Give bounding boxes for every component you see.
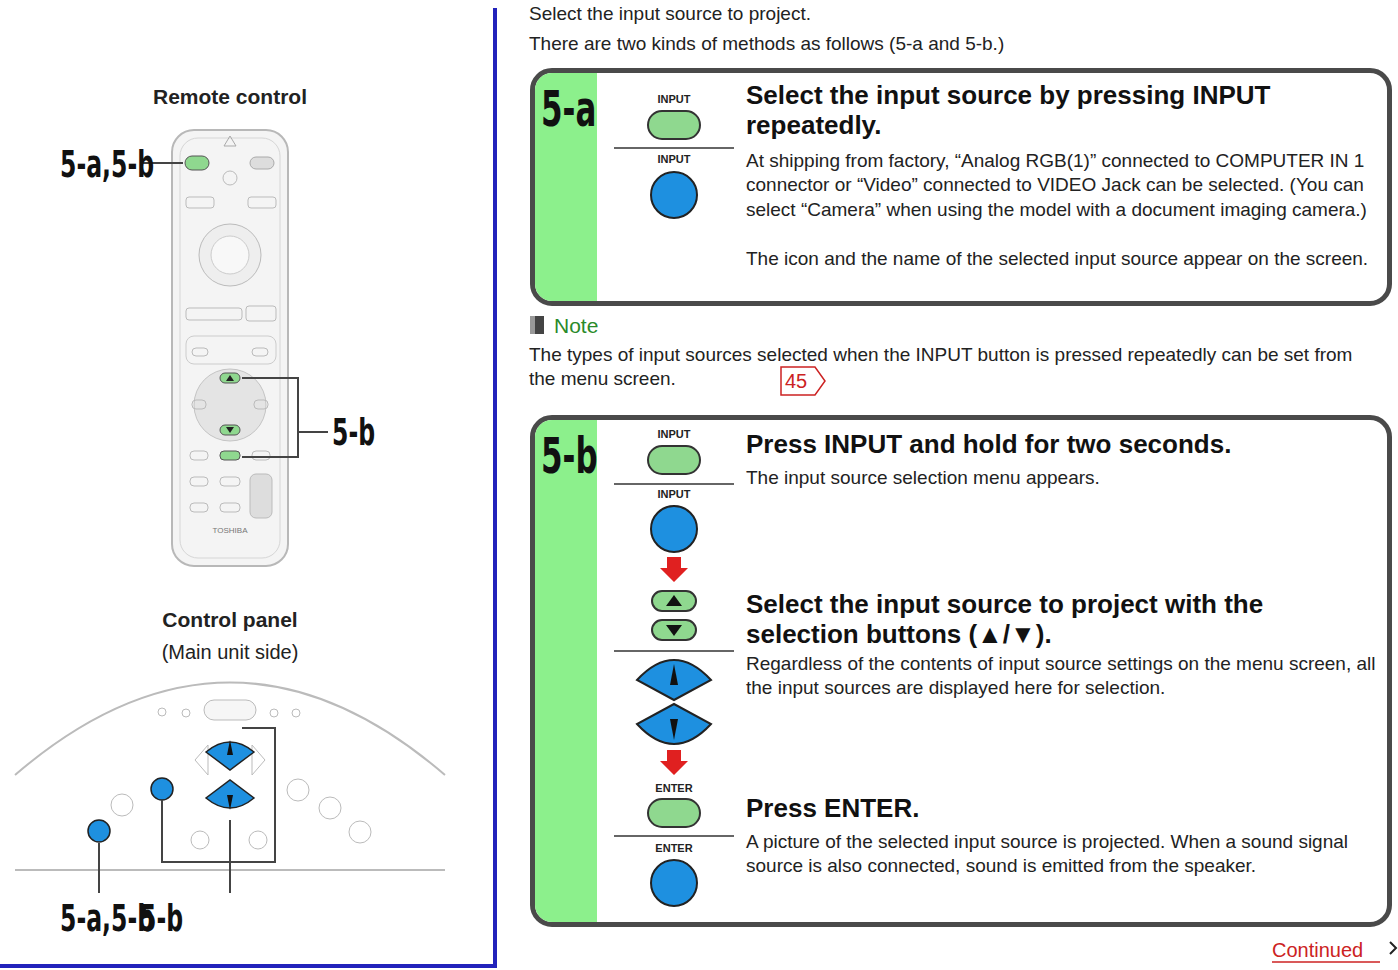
button-label: INPUT: [640, 428, 708, 441]
callout-number: 5-b: [140, 896, 183, 942]
step-band: [535, 420, 597, 922]
step-heading: Select the input source to project with …: [746, 590, 1382, 650]
text-label: There are two kinds of methods as follow…: [529, 33, 1389, 56]
step-body: A picture of the selected input source i…: [746, 830, 1386, 879]
text-label: Remote control: [110, 84, 350, 109]
step-body: Regardless of the contents of input sour…: [746, 652, 1386, 701]
step-number: 5-b: [541, 426, 598, 486]
button-label: INPUT: [640, 488, 708, 501]
underline: [1272, 961, 1380, 963]
text-label: The types of input sources selected when…: [529, 343, 1379, 391]
button-label: ENTER: [640, 782, 708, 795]
step-number: 5-a: [541, 79, 596, 139]
callout-number: 5-a,5-b: [60, 896, 154, 942]
step-body: The icon and the name of the selected in…: [746, 247, 1386, 271]
page-reference-box: [781, 367, 825, 395]
leader-line: [140, 163, 328, 457]
step-heading: Select the input source by pressing INPU…: [746, 81, 1382, 141]
page-rule: [0, 964, 497, 968]
text-label: Continued: [1272, 938, 1363, 962]
text-label: (Main unit side): [110, 640, 350, 664]
page-rule: [493, 8, 497, 966]
text-label: Select the input source to project.: [529, 3, 1389, 26]
continue-mark: [1390, 942, 1396, 954]
step-body: At shipping from factory, “Analog RGB(1)…: [746, 149, 1386, 222]
button-label: INPUT: [640, 93, 708, 106]
step-body: The input source selection menu appears.: [746, 466, 1386, 490]
text-label: Note: [554, 313, 598, 338]
step-heading: Press ENTER.: [746, 794, 1382, 824]
remote-control: [172, 130, 288, 566]
step-heading: Press INPUT and hold for two seconds.: [746, 430, 1382, 460]
leader-line: [99, 728, 275, 893]
button-icons: [614, 111, 734, 906]
button-label: ENTER: [640, 842, 708, 855]
text-label: Control panel: [110, 607, 350, 632]
text-label: TOSHIBA: [200, 526, 260, 536]
note-icon: [530, 316, 544, 334]
callout-number: 5-b: [332, 410, 375, 456]
button-label: INPUT: [640, 153, 708, 166]
text-label: 45: [785, 369, 807, 393]
callout-number: 5-a,5-b: [60, 142, 154, 188]
